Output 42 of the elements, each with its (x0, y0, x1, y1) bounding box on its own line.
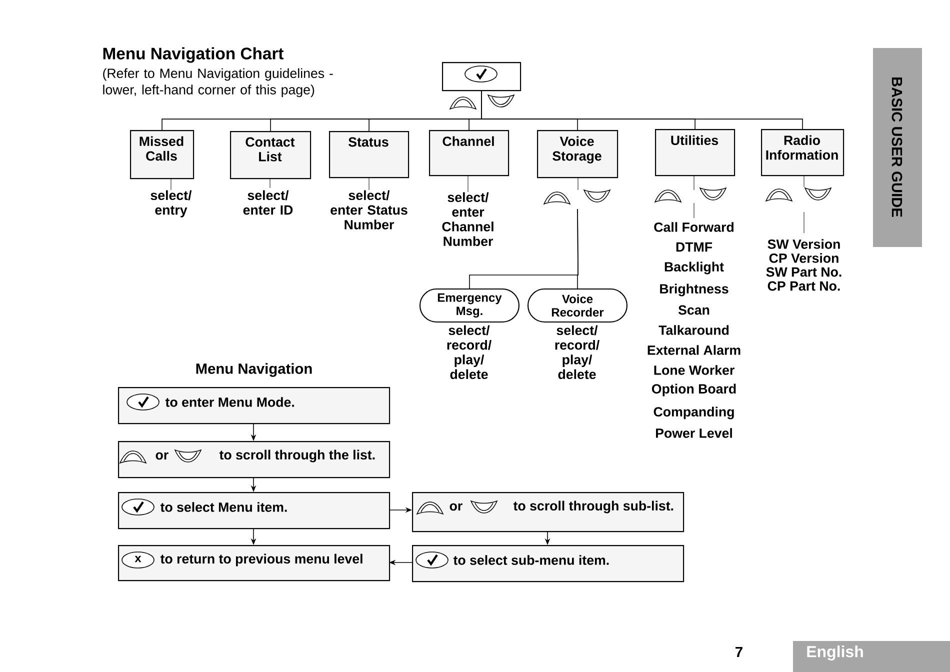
step-box: or to scroll through sub-list. (412, 492, 684, 532)
menu-item: Brightness (660, 284, 728, 296)
menu-item: Power Level (656, 428, 732, 438)
menu-item: Scan (678, 305, 710, 315)
menu-box: Status (329, 131, 410, 178)
menu-item: SW Version (768, 239, 840, 249)
menu-box: Channel (429, 130, 510, 176)
menu-item: DTMF (676, 242, 712, 252)
step-box: to select Menu item. (118, 492, 390, 530)
language-tab: English (793, 641, 950, 672)
option-label: select/ entry (150, 190, 192, 218)
menu-item: CP Part No. (768, 281, 840, 291)
option-label: select/ enter Channel Number (442, 192, 494, 246)
step-box: or to scroll through the list. (118, 441, 390, 478)
menu-item: Companding (654, 406, 734, 420)
step-box: to select sub-menu item. (412, 545, 684, 582)
side-tab: BASIC USER GUIDE (873, 48, 922, 247)
menu-box (442, 62, 522, 92)
menu-item: SW Part No. (766, 267, 842, 277)
menu-item: Call Forward (654, 222, 734, 232)
menu-box: Utilities (655, 129, 736, 176)
connector (577, 208, 578, 289)
menu-item: External Alarm (648, 345, 740, 355)
menu-item: Option Board (652, 384, 736, 396)
menu-item: Talkaround (658, 325, 729, 335)
option-label: select/ enter Status Number (330, 190, 408, 230)
connector (481, 90, 803, 130)
step-box: x to return to previous menu level (118, 545, 390, 582)
menu-item: Lone Worker (654, 365, 734, 375)
note-text: (Refer to Menu Navigation guidelines - lower, left-hand corner of this page) (103, 68, 333, 98)
option-label: select/ enter ID (243, 190, 293, 215)
menu-box: Voice Storage (537, 130, 618, 178)
option-label: select/ record/ play/ delete (555, 325, 600, 380)
step-box: to enter Menu Mode. (118, 387, 390, 424)
page-number: 7 (736, 646, 742, 658)
menu-box: Contact List (230, 131, 312, 180)
option-label: select/ record/ play/ delete (447, 325, 492, 380)
menu-box: Missed Calls (130, 130, 194, 180)
menu-item: CP Version (769, 253, 838, 263)
menu-box: Radio Information (761, 129, 844, 176)
menu-item: Backlight (664, 262, 724, 274)
title: Menu Navigation Chart (103, 47, 284, 63)
